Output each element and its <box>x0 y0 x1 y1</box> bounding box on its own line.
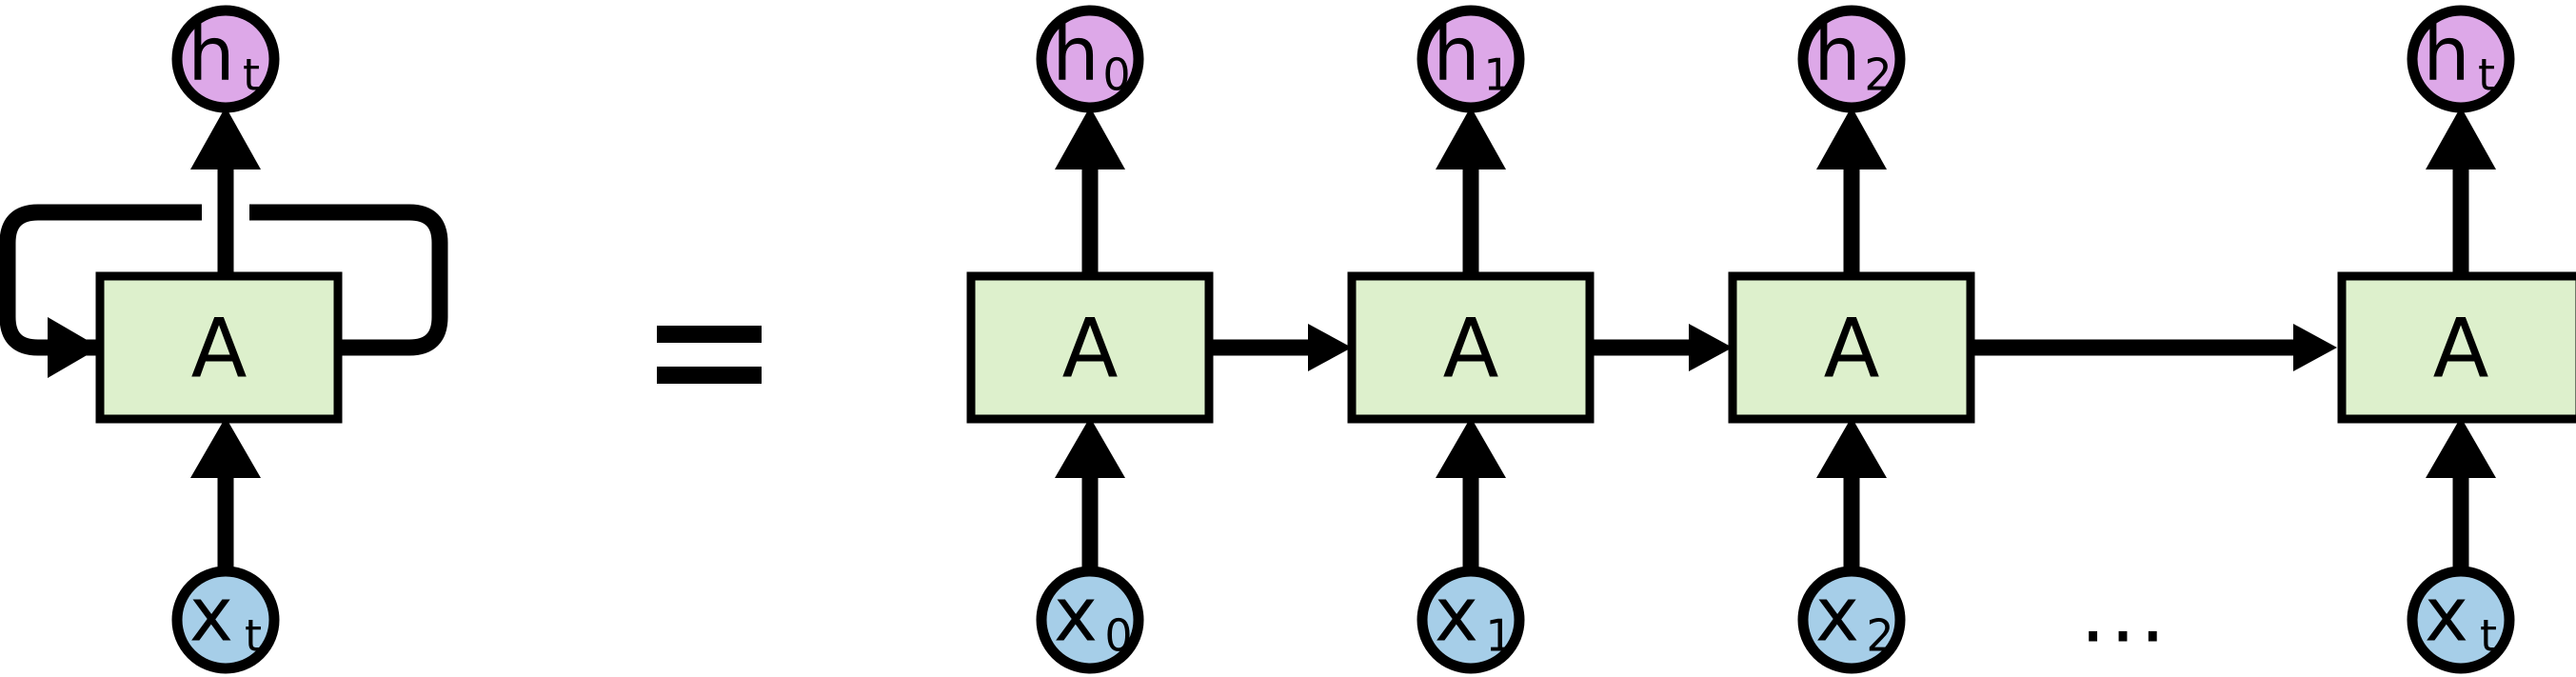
step0-input-circle <box>1036 566 1144 674</box>
step0-hidden-sub: 0 <box>1102 50 1130 101</box>
loop-arrowhead <box>48 317 100 378</box>
stept-cell-a[interactable]: A <box>2337 271 2576 424</box>
left-cell-a[interactable]: A <box>95 271 343 424</box>
step1-cell-a[interactable]: A <box>1347 271 1595 424</box>
step1-input-sub: 1 <box>1485 610 1513 662</box>
left-hidden-node[interactable]: h t <box>171 5 280 113</box>
step0-hidden-circle <box>1036 5 1144 113</box>
unrolled-step-1: A h 1 x 1 <box>1347 5 1595 674</box>
step1-cell-rect <box>1347 271 1595 424</box>
step2-input-node[interactable]: x 2 <box>1797 566 1906 674</box>
stept-input-node[interactable]: x t <box>2407 566 2515 674</box>
sequence-ellipsis: ... <box>2080 566 2170 661</box>
step2-input-sub: 2 <box>1866 610 1893 662</box>
unrolled-step-t: A h t x t <box>2337 5 2576 674</box>
stept-hidden-base: h <box>2423 11 2469 97</box>
step2-input-arrow <box>1816 417 1887 571</box>
left-input-circle <box>171 566 280 674</box>
left-input-arrow <box>190 417 261 571</box>
stept-cell-rect <box>2337 271 2576 424</box>
stept-hidden-node[interactable]: h t <box>2407 5 2515 113</box>
step0-hidden-base: h <box>1052 11 1099 97</box>
step1-input-node[interactable]: x 1 <box>1417 566 1525 674</box>
left-cell-rect <box>95 271 343 424</box>
step2-output-arrow <box>1816 107 1887 278</box>
step1-hidden-sub: 1 <box>1483 50 1511 101</box>
step0-output-arrow <box>1055 107 1125 278</box>
step1-hidden-base: h <box>1433 11 1479 97</box>
left-input-base: x <box>189 572 233 658</box>
step1-input-base: x <box>1435 572 1478 658</box>
step2-cell-rect <box>1728 271 1975 424</box>
step0-input-base: x <box>1054 572 1098 658</box>
left-input-sub: t <box>245 610 262 662</box>
stept-input-base: x <box>2425 572 2468 658</box>
step1-hidden-node[interactable]: h 1 <box>1417 5 1525 113</box>
step0-cell-label: A <box>1062 301 1119 396</box>
step2-hidden-sub: 2 <box>1864 50 1892 101</box>
step0-hidden-node[interactable]: h 0 <box>1036 5 1144 113</box>
stept-input-arrow <box>2426 417 2496 571</box>
stept-cell-label: A <box>2433 301 2489 396</box>
stept-hidden-circle <box>2407 5 2515 113</box>
left-hidden-sub: t <box>243 50 260 101</box>
step1-input-arrow <box>1436 417 1506 571</box>
unrolled-step-2: A h 2 x 2 <box>1728 5 1975 674</box>
step0-cell-rect <box>966 271 1214 424</box>
stept-input-circle <box>2407 566 2515 674</box>
stept-hidden-sub: t <box>2478 50 2495 101</box>
step0-input-arrow <box>1055 417 1125 571</box>
step1-cell-label: A <box>1443 301 1499 396</box>
left-hidden-base: h <box>188 11 234 97</box>
step1-output-arrow <box>1436 107 1506 278</box>
stept-input-sub: t <box>2480 610 2497 662</box>
step0-input-node[interactable]: x 0 <box>1036 566 1144 674</box>
recurrent-feedback-loop <box>0 204 448 378</box>
step2-input-base: x <box>1815 572 1859 658</box>
ellipsis-text: ... <box>2080 566 2170 661</box>
unrolled-step-0: A h 0 x 0 <box>966 5 1214 674</box>
left-output-arrow <box>190 107 261 278</box>
left-folded-module: A h t x t <box>0 5 448 674</box>
step2-hidden-circle <box>1797 5 1906 113</box>
step0-cell-a[interactable]: A <box>966 271 1214 424</box>
stept-output-arrow <box>2426 107 2496 278</box>
step2-cell-a[interactable]: A <box>1728 271 1975 424</box>
unrolled-connectors <box>1209 324 2337 371</box>
step2-hidden-node[interactable]: h 2 <box>1797 5 1906 113</box>
step1-hidden-circle <box>1417 5 1525 113</box>
step0-input-sub: 0 <box>1104 610 1132 662</box>
step1-input-circle <box>1417 566 1525 674</box>
left-cell-label: A <box>191 301 248 396</box>
step2-input-circle <box>1797 566 1906 674</box>
step2-cell-label: A <box>1824 301 1880 396</box>
left-hidden-circle <box>171 5 280 113</box>
equals-symbol: = <box>657 326 762 384</box>
step2-hidden-base: h <box>1813 11 1860 97</box>
left-input-node[interactable]: x t <box>171 566 280 674</box>
